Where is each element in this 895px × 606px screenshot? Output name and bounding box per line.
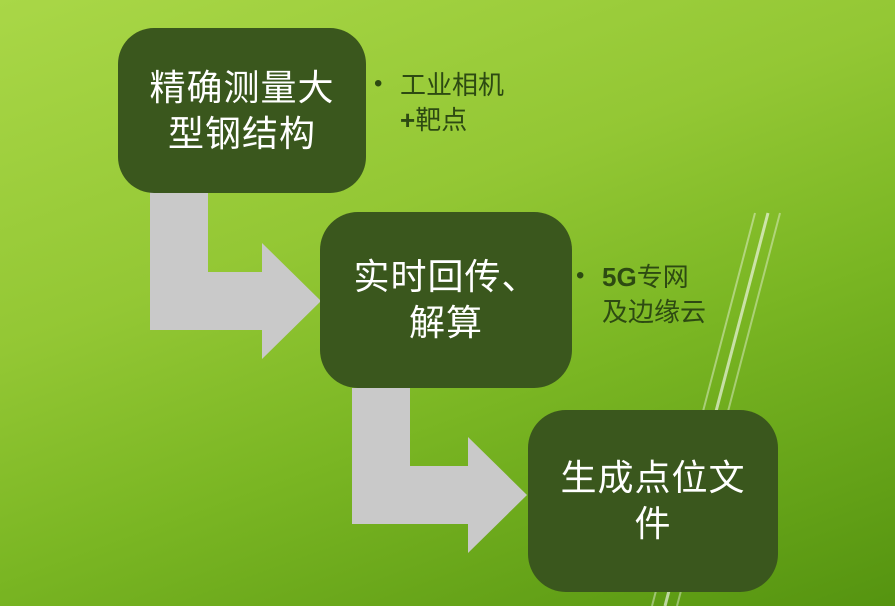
elbow-arrow-1 [150, 192, 321, 359]
bullet-marker: • [576, 262, 585, 289]
bullet-industrial-camera: • 工业相机 +靶点 [374, 68, 504, 138]
flow-box-generate-line1: 生成点位文 [560, 457, 746, 499]
bullet-5g-network-text: 5G专网 及边缘云 [602, 260, 706, 330]
flow-box-transmit-line2: 解算 [408, 302, 483, 343]
bullet-industrial-camera-text: 工业相机 +靶点 [400, 68, 504, 138]
flow-box-transmit: 实时回传、 解算 [320, 212, 572, 388]
elbow-arrow-2 [352, 388, 527, 553]
bullet-line: 及边缘云 [602, 297, 707, 328]
flow-box-measure-line2: 型钢结构 [167, 112, 316, 154]
flow-box-generate: 生成点位文 件 [528, 410, 778, 592]
bullet-line: 工业相机 [400, 70, 505, 100]
bullet-marker: • [374, 70, 383, 97]
bullet-5g-network: • 5G专网 及边缘云 [576, 260, 706, 330]
flow-box-measure: 精确测量大 型钢结构 [118, 28, 366, 193]
bullet-line: 5G专网 [602, 262, 689, 292]
bullet-line: +靶点 [400, 105, 468, 136]
flow-box-generate-line2: 件 [634, 503, 672, 544]
flow-box-measure-line1: 精确测量大 [149, 66, 335, 108]
flow-box-transmit-line1: 实时回传、 [353, 256, 539, 298]
